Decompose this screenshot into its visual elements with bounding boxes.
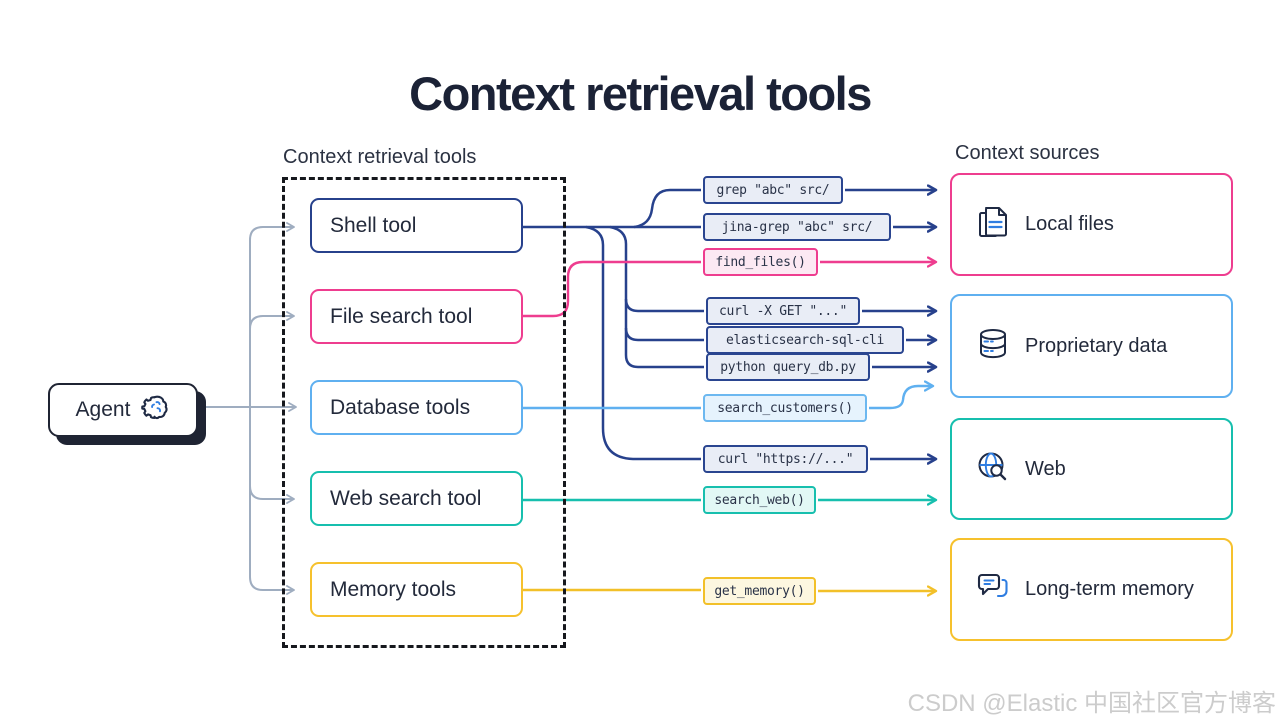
node-shell-tool: Shell tool (310, 198, 523, 253)
node-label: Database tools (330, 395, 471, 419)
node-web: Web (950, 418, 1233, 520)
node-memory-tools: Memory tools (310, 562, 523, 617)
sources-group-label: Context sources (955, 142, 1100, 164)
command-chip-elasticsearch-sql-cli: elasticsearch-sql-cli (706, 326, 904, 354)
tools-group-label: Context retrieval tools (283, 146, 477, 168)
command-chip-jina-grep: jina-grep "abc" src/ (703, 213, 891, 241)
node-label: Web (1025, 457, 1066, 480)
chat-bubbles-icon (976, 571, 1010, 608)
node-long-term-memory: Long-term memory (950, 538, 1233, 641)
node-label: Long-term memory (1025, 578, 1194, 600)
edge-shell-elasticsearch (624, 327, 704, 342)
edge-shell-curlhttps (585, 225, 701, 461)
node-label: Memory tools (330, 577, 457, 601)
node-web-search-tool: Web search tool (310, 471, 523, 526)
agent-label: Agent (75, 398, 131, 421)
database-icon (976, 327, 1010, 366)
node-label: Shell tool (330, 213, 417, 237)
globe-search-icon (976, 450, 1010, 489)
documents-icon (976, 204, 1010, 245)
command-chip-curl-https: curl "https://..." (703, 445, 868, 473)
node-label: Web search tool (330, 486, 482, 510)
node-label: Proprietary data (1025, 334, 1168, 357)
page-title: Context retrieval tools (409, 67, 872, 120)
command-chip-get-memory: get_memory() (703, 577, 816, 605)
command-chip-search-customers: search_customers() (703, 394, 867, 422)
edge-shell-grep (633, 188, 701, 229)
node-proprietary-data: Proprietary data (950, 294, 1233, 398)
command-chip-find-files: find_files() (703, 248, 818, 276)
watermark: CSDN @Elastic 中国社区官方博客 (907, 690, 1276, 717)
command-chip-grep: grep "abc" src/ (703, 176, 843, 204)
edge-shell-curlget (624, 298, 704, 313)
node-file-search-tool: File search tool (310, 289, 523, 344)
node-database-tools: Database tools (310, 380, 523, 435)
node-label: Local files (1025, 213, 1114, 235)
edge-searchcustomers-proprietary (869, 386, 933, 410)
node-label: File search tool (330, 304, 473, 328)
edge-shell-python (624, 354, 704, 369)
edge-shell-db-vertical (609, 225, 628, 355)
agent-fanout-edges (194, 222, 297, 595)
command-chip-search-web: search_web() (703, 486, 816, 514)
tools-group-container (282, 177, 566, 648)
agent-node: Agent (48, 383, 198, 437)
command-chip-python-query-db: python query_db.py (706, 353, 870, 381)
command-chip-curl-get: curl -X GET "..." (706, 297, 860, 325)
node-local-files: Local files (950, 173, 1233, 276)
gear-brain-icon (140, 394, 170, 427)
